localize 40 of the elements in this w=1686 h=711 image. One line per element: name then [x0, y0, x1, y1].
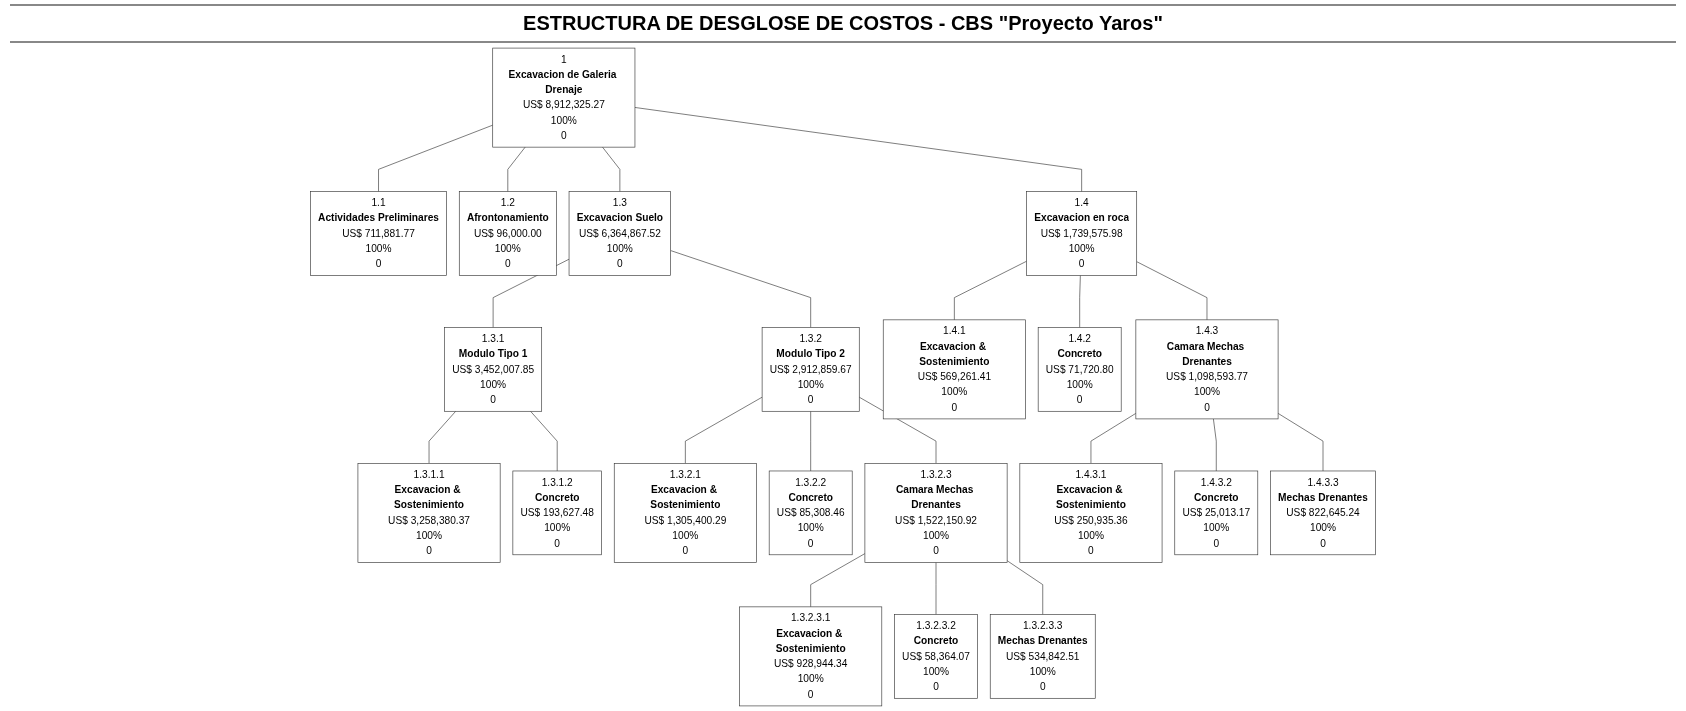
node-box: 1.4 Excavacion en roca US$ 1,739,575.98 100% 0 [1026, 191, 1138, 276]
connector [1006, 560, 1044, 615]
node-box: 1.4.2 Concreto US$ 71,720.80 100% 0 [1037, 327, 1122, 412]
node-box: 1.4.3 Camara Mechas Drenantes US$ 1,098,593.77 100% 0 [1135, 319, 1279, 420]
connector [428, 410, 456, 464]
node-box: 1.3.2 Modulo Tipo 2 US$ 2,912,859.67 100% 0 [761, 327, 860, 412]
node-box: 1.3.2.3.3 Mechas Drenantes US$ 534,842.51 100% 0 [989, 614, 1096, 699]
node-box: 1.3.2.3 Camara Mechas Drenantes US$ 1,522,150.92 100% 0 [864, 463, 1008, 563]
connector [634, 107, 1082, 192]
node-box: 1.3.1 Modulo Tipo 1 US$ 3,452,007.85 100% 0 [444, 327, 542, 412]
connector [1277, 413, 1324, 472]
node-box: 1.4.1 Excavacion & Sostenimiento US$ 569,261.41 100% 0 [882, 319, 1026, 420]
connector [1136, 261, 1208, 321]
connector [1090, 413, 1137, 464]
node-box: 1.3 Excavacion Suelo US$ 6,364,867.52 100% 0 [568, 191, 671, 276]
connector [602, 146, 621, 192]
node-box: 1.3.1.1 Excavacion & Sostenimiento US$ 3,258,380.37 100% 0 [357, 463, 501, 563]
node-box: 1.2 Afrontonamiento US$ 96,000.00 100% 0 [458, 191, 557, 276]
connector [670, 250, 811, 328]
connector [530, 410, 558, 472]
connector [810, 553, 866, 608]
node-box: 1.3.2.2 Concreto US$ 85,308.46 100% 0 [768, 470, 853, 556]
node-box: 1.3.1.2 Concreto US$ 193,627.48 100% 0 [512, 470, 602, 556]
node-box: 1.3.2.1 Excavacion & Sostenimiento US$ 1,305,400.29 100% 0 [613, 463, 757, 563]
node-box: 1.4.3.2 Concreto US$ 25,013.17 100% 0 [1174, 470, 1259, 556]
connector [954, 260, 1027, 321]
connector [378, 124, 494, 192]
node-box: 1.3.2.3.2 Concreto US$ 58,364.07 100% 0 [894, 614, 978, 699]
connector [1213, 418, 1217, 472]
connector [685, 396, 763, 464]
node-box: 1.1 Actividades Preliminares US$ 711,881.77 100% 0 [310, 191, 447, 276]
diagram-title: ESTRUCTURA DE DESGLOSE DE COSTOS - CBS "Proyecto Yaros" [10, 4, 1676, 43]
connector [935, 562, 937, 615]
node-box: 1.4.3.1 Excavacion & Sostenimiento US$ 250,935.36 100% 0 [1019, 463, 1163, 563]
connector [810, 410, 811, 472]
connector [507, 146, 526, 192]
connector [1079, 275, 1081, 328]
node-box: 1.4.3.3 Mechas Drenantes US$ 822,645.24 100% 0 [1270, 470, 1376, 556]
node-box: 1.3.2.3.1 Excavacion & Sostenimiento US$ 928,944.34 100% 0 [739, 606, 883, 707]
node-box: 1 Excavacion de Galeria Drenaje US$ 8,912,325.27 100% 0 [492, 47, 636, 148]
